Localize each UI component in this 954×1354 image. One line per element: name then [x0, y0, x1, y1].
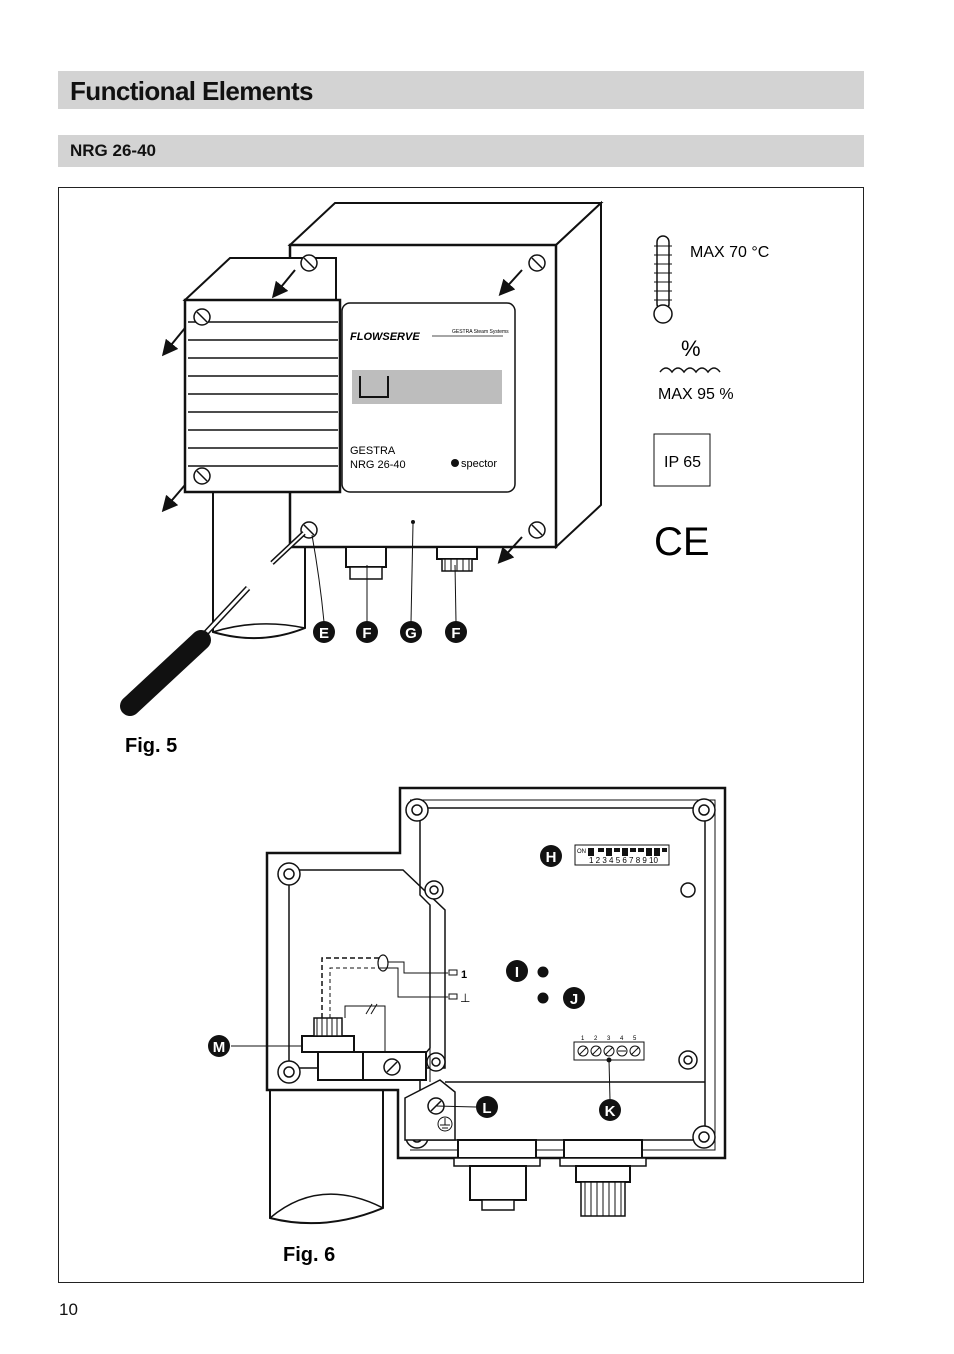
subsection-header-bar: NRG 26-40	[58, 135, 864, 167]
brand-tagline: GESTRA Steam Systems	[452, 329, 509, 335]
callout-h: H	[546, 849, 557, 866]
subsection-title: NRG 26-40	[70, 141, 156, 160]
fig5-callouts: E F G F	[313, 621, 467, 643]
callout-g: G	[405, 625, 417, 642]
fig5-caption: Fig. 5	[125, 735, 177, 757]
product-line1: GESTRA	[350, 445, 396, 457]
fig6-texts: ON 1 2 3 4 5 6 7 8 9 10 1 ⊥ 1 2 3 4 5 H …	[208, 845, 658, 1266]
callout-i: I	[515, 964, 519, 981]
dip-switch-on-label: ON	[577, 849, 586, 855]
max-temperature: MAX 70 °C	[690, 244, 769, 261]
fig6-callouts: H I J K L M	[208, 845, 621, 1121]
callout-e: E	[319, 625, 329, 642]
terminal-number: 3	[607, 1036, 611, 1042]
terminal-number: 2	[594, 1036, 598, 1042]
callout-k: K	[605, 1103, 616, 1120]
brand-logo: FLOWSERVE	[350, 331, 420, 343]
terminal-numbers: 1 2 3 4 5	[581, 1036, 637, 1042]
callout-l: L	[482, 1100, 491, 1117]
wire-label-ground: ⊥	[460, 991, 470, 1005]
terminal-number: 5	[633, 1036, 637, 1042]
ce-mark: CE	[654, 520, 710, 564]
ip-rating: IP 65	[664, 454, 701, 471]
callout-m: M	[213, 1039, 226, 1056]
humidity-symbol: %	[681, 336, 701, 361]
section-header-bar: Functional Elements	[58, 71, 864, 109]
callout-f-2: F	[451, 625, 460, 642]
page-number: 10	[59, 1300, 78, 1319]
fig5-texts: FLOWSERVE GESTRA Steam Systems GESTRA NR…	[125, 244, 769, 757]
callout-f: F	[362, 625, 371, 642]
fig5-illustration	[120, 200, 721, 716]
fig6-caption: Fig. 6	[283, 1244, 335, 1266]
product-line2: NRG 26-40	[350, 459, 406, 471]
dip-switch-numbers: 1 2 3 4 5 6 7 8 9 10	[589, 856, 658, 865]
section-title: Functional Elements	[70, 76, 313, 106]
terminal-number: 1	[581, 1036, 585, 1042]
callout-j: J	[570, 991, 578, 1008]
wire-label-1: 1	[461, 969, 467, 981]
terminal-number: 4	[620, 1036, 624, 1042]
max-humidity: MAX 95 %	[658, 386, 734, 403]
spector-logo: spector	[461, 458, 497, 470]
figure-frame	[58, 187, 864, 1283]
fig6-illustration	[231, 786, 727, 1225]
